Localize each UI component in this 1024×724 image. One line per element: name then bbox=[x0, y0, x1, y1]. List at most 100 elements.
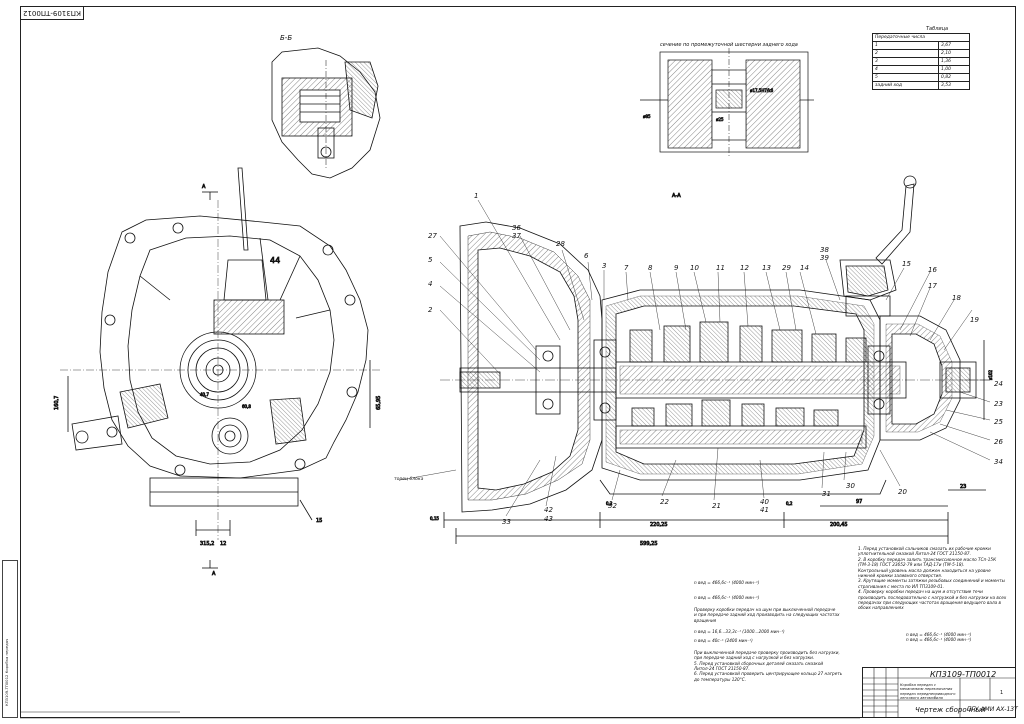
part-label: 31 bbox=[822, 490, 831, 498]
part-label: 15 bbox=[902, 260, 911, 268]
part-label: 43 bbox=[544, 515, 553, 523]
part-label: 13 bbox=[762, 264, 771, 272]
svg-text:200,45: 200,45 bbox=[830, 522, 848, 528]
speed-item: n вед = 40с⁻¹ (2400 мин⁻¹) bbox=[694, 638, 753, 644]
part-label: 11 bbox=[716, 264, 725, 272]
part-label: 7 bbox=[624, 264, 629, 272]
main-section-view: 220,25 200,45 599,25 97 23 0,2 0,2 0,15 … bbox=[399, 175, 993, 547]
svg-text:ø17,5Н7/k6: ø17,5Н7/k6 bbox=[750, 88, 774, 93]
speed-formulas: n вед = 466,6с⁻¹ (4000 мин⁻¹) n вед = 46… bbox=[906, 632, 1006, 643]
part-label: 2 bbox=[428, 306, 433, 314]
part-label: 6 bbox=[584, 252, 589, 260]
part-number-labels: 1 36 37 28 6 3 7 8 9 10 11 12 13 29 14 3… bbox=[428, 192, 1003, 526]
part-label: 28 bbox=[556, 240, 565, 248]
part-label: 10 bbox=[690, 264, 699, 272]
part-label: 21 bbox=[712, 502, 721, 510]
speed-item: n вед = 466,6с⁻¹ (4000 мин⁻¹) bbox=[906, 637, 972, 643]
check-item: и при передаче задний ход производить на… bbox=[694, 612, 840, 623]
svg-text:23: 23 bbox=[960, 484, 966, 490]
section-bb-label: Б-Б bbox=[280, 34, 292, 42]
part-label: 1 bbox=[474, 192, 478, 200]
part-label: 29 bbox=[782, 264, 791, 272]
part-label: 18 bbox=[952, 294, 961, 302]
requirement-item: 2. В коробку передач залить трансмиссион… bbox=[858, 556, 997, 568]
gear-cell: 1 bbox=[872, 41, 939, 50]
ratio-cell: 1,36 bbox=[937, 57, 971, 66]
svg-text:А: А bbox=[202, 184, 206, 190]
title-block-code: КП3109-ТП0012 bbox=[930, 670, 997, 679]
gear-cell: 5 bbox=[872, 73, 939, 82]
table-header: Передаточные числа bbox=[872, 33, 970, 42]
svg-text:12: 12 bbox=[220, 541, 226, 547]
part-label: 14 bbox=[800, 264, 809, 272]
svg-text:97: 97 bbox=[856, 499, 862, 505]
part-label: 4 bbox=[428, 280, 432, 288]
part-label: 9 bbox=[674, 264, 679, 272]
sheet-count: 1 bbox=[1000, 690, 1003, 696]
part-label: 33 bbox=[502, 518, 511, 526]
part-label: 5 bbox=[428, 256, 433, 264]
hatch-note: торец блока bbox=[394, 476, 424, 482]
ratio-cell: 1,00 bbox=[937, 65, 971, 74]
svg-text:315,2: 315,2 bbox=[200, 541, 214, 547]
title-block-doc-type: Чертеж сборочный bbox=[915, 706, 986, 714]
svg-text:44: 44 bbox=[270, 256, 280, 265]
front-end-view: 160,7 65,95 315,2 12 15 А А 44 40,7 60,8 bbox=[54, 167, 382, 577]
part-label: 25 bbox=[994, 418, 1003, 426]
speed-item: n вед = 16,6...33,3с⁻¹ (1000...2000 мин⁻… bbox=[694, 629, 785, 635]
requirement-item: 4. Проверку коробки передач на шум и отс… bbox=[858, 589, 1007, 611]
ratio-table-title: Таблица bbox=[926, 26, 949, 32]
svg-text:15: 15 bbox=[316, 518, 322, 524]
svg-text:65,95: 65,95 bbox=[376, 396, 382, 410]
title-block-org: ПГУ АМИ АХ-13Т bbox=[967, 706, 1018, 713]
title-block-name: Коробка передач с механизмом переключени… bbox=[900, 683, 956, 701]
part-label: 37 bbox=[512, 232, 521, 240]
part-label: 26 bbox=[994, 438, 1003, 446]
gear-cell: 4 bbox=[872, 65, 939, 74]
left-margin-strip bbox=[2, 560, 18, 718]
ratio-cell: 0,82 bbox=[937, 73, 971, 82]
part-label: 36 bbox=[512, 224, 521, 232]
section-bb-view bbox=[271, 47, 381, 179]
svg-text:60,8: 60,8 bbox=[242, 404, 251, 409]
part-label: 41 bbox=[760, 506, 769, 514]
part-label: 16 bbox=[928, 266, 937, 274]
svg-text:ø25: ø25 bbox=[716, 117, 724, 122]
title-block bbox=[862, 667, 1016, 718]
part-label: 39 bbox=[820, 254, 829, 262]
speed-item: n вед = 466,6с⁻¹ (4000 мин⁻¹) bbox=[694, 580, 760, 585]
gear-cell: 2 bbox=[872, 49, 939, 58]
part-label: 22 bbox=[660, 498, 669, 506]
part-label: 8 bbox=[648, 264, 653, 272]
part-label: 19 bbox=[970, 316, 979, 324]
gear-cell: задний ход bbox=[872, 81, 939, 90]
check-item: 5. Перед установкой сборочных деталей см… bbox=[694, 660, 824, 672]
part-label: 24 bbox=[994, 380, 1003, 388]
requirement-item: Контрольный уровень масла должен находит… bbox=[858, 567, 991, 579]
part-label: 42 bbox=[544, 506, 553, 514]
reverse-section-label: сечение по промежуточной шестерни заднег… bbox=[660, 42, 798, 48]
check-item: При выключенной передаче проверку произв… bbox=[694, 649, 840, 661]
part-label: 30 bbox=[846, 482, 855, 490]
check-item: 6. Перед установкой проверить центрирующ… bbox=[694, 671, 843, 682]
reverse-gear-section: ø85 ø17,5Н7/k6 ø25 bbox=[640, 48, 814, 156]
speed-formulas-left: n вед = 466,6с⁻¹ (4000 мин⁻¹) n вед = 46… bbox=[694, 580, 844, 682]
part-label: 23 bbox=[994, 400, 1003, 408]
svg-text:0,2: 0,2 bbox=[786, 501, 793, 506]
svg-text:А-А: А-А bbox=[672, 193, 681, 199]
speed-item: n вед = 466,6с⁻¹ (4000 мин⁻¹) bbox=[906, 632, 972, 637]
svg-text:ø85: ø85 bbox=[643, 114, 651, 119]
part-label: 3 bbox=[602, 262, 606, 270]
ratio-cell: 3,53 bbox=[937, 81, 971, 90]
svg-text:ø102: ø102 bbox=[988, 369, 993, 380]
ratio-cell: 3,67 bbox=[937, 41, 971, 50]
check-item: Проверку коробки передач на шум при выкл… bbox=[694, 606, 836, 612]
part-label: 17 bbox=[928, 282, 937, 290]
part-label: 38 bbox=[820, 246, 829, 254]
drawing-frame bbox=[20, 6, 1016, 718]
